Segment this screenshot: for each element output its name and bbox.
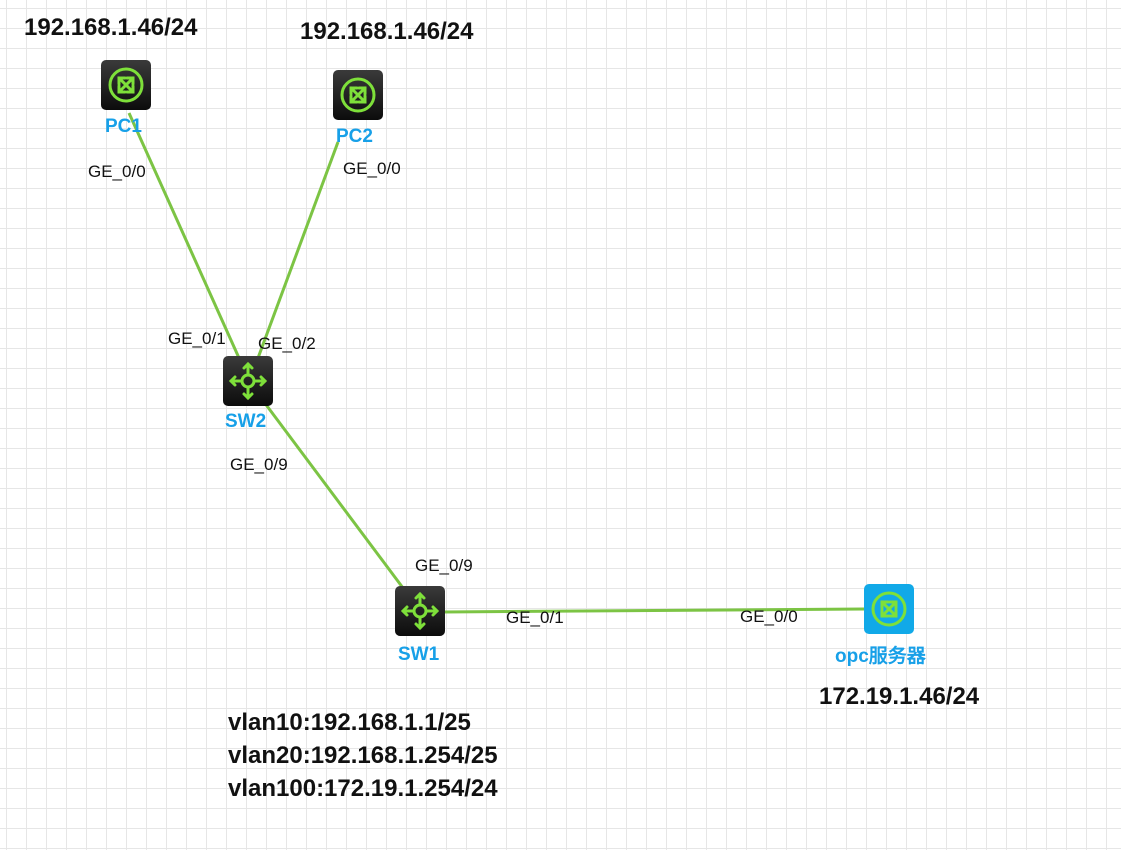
port-sw2-pc2: GE_0/2 — [258, 334, 316, 353]
router-icon — [108, 67, 144, 103]
switch-icon — [400, 591, 440, 631]
vlan10-line: vlan10:192.168.1.1/25 — [228, 709, 471, 736]
port-pc1: GE_0/0 — [88, 162, 146, 181]
port-pc2: GE_0/0 — [343, 159, 401, 178]
pc2-node[interactable] — [333, 70, 383, 120]
pc2-name: PC2 — [336, 126, 373, 147]
server-name: opc服务器 — [835, 646, 926, 667]
port-server: GE_0/0 — [740, 607, 798, 626]
port-sw1-server: GE_0/1 — [506, 608, 564, 627]
pc1-name: PC1 — [105, 116, 142, 137]
pc1-node[interactable] — [101, 60, 151, 110]
server-ip: 172.19.1.46/24 — [819, 683, 980, 710]
pc2-ip: 192.168.1.46/24 — [300, 18, 474, 45]
vlan20-line: vlan20:192.168.1.254/25 — [228, 742, 498, 769]
sw1-node[interactable] — [395, 586, 445, 636]
link-sw1-server — [442, 607, 865, 614]
router-icon — [340, 77, 376, 113]
port-sw2-pc1: GE_0/1 — [168, 329, 226, 348]
link-pc2-sw2 — [256, 141, 340, 359]
link-pc1-sw2 — [127, 112, 241, 359]
link-sw2-sw1 — [262, 401, 408, 593]
sw1-name: SW1 — [398, 644, 440, 665]
sw2-name: SW2 — [225, 411, 267, 432]
port-sw2-sw1: GE_0/9 — [230, 455, 288, 474]
port-sw1-sw2: GE_0/9 — [415, 556, 473, 575]
switch-icon — [228, 361, 268, 401]
vlan-config: vlan10:192.168.1.1/25 vlan20:192.168.1.2… — [228, 706, 498, 805]
server-node[interactable] — [864, 584, 914, 634]
sw2-node[interactable] — [223, 356, 273, 406]
router-icon — [871, 591, 907, 627]
pc1-ip: 192.168.1.46/24 — [24, 14, 198, 41]
vlan100-line: vlan100:172.19.1.254/24 — [228, 775, 498, 802]
